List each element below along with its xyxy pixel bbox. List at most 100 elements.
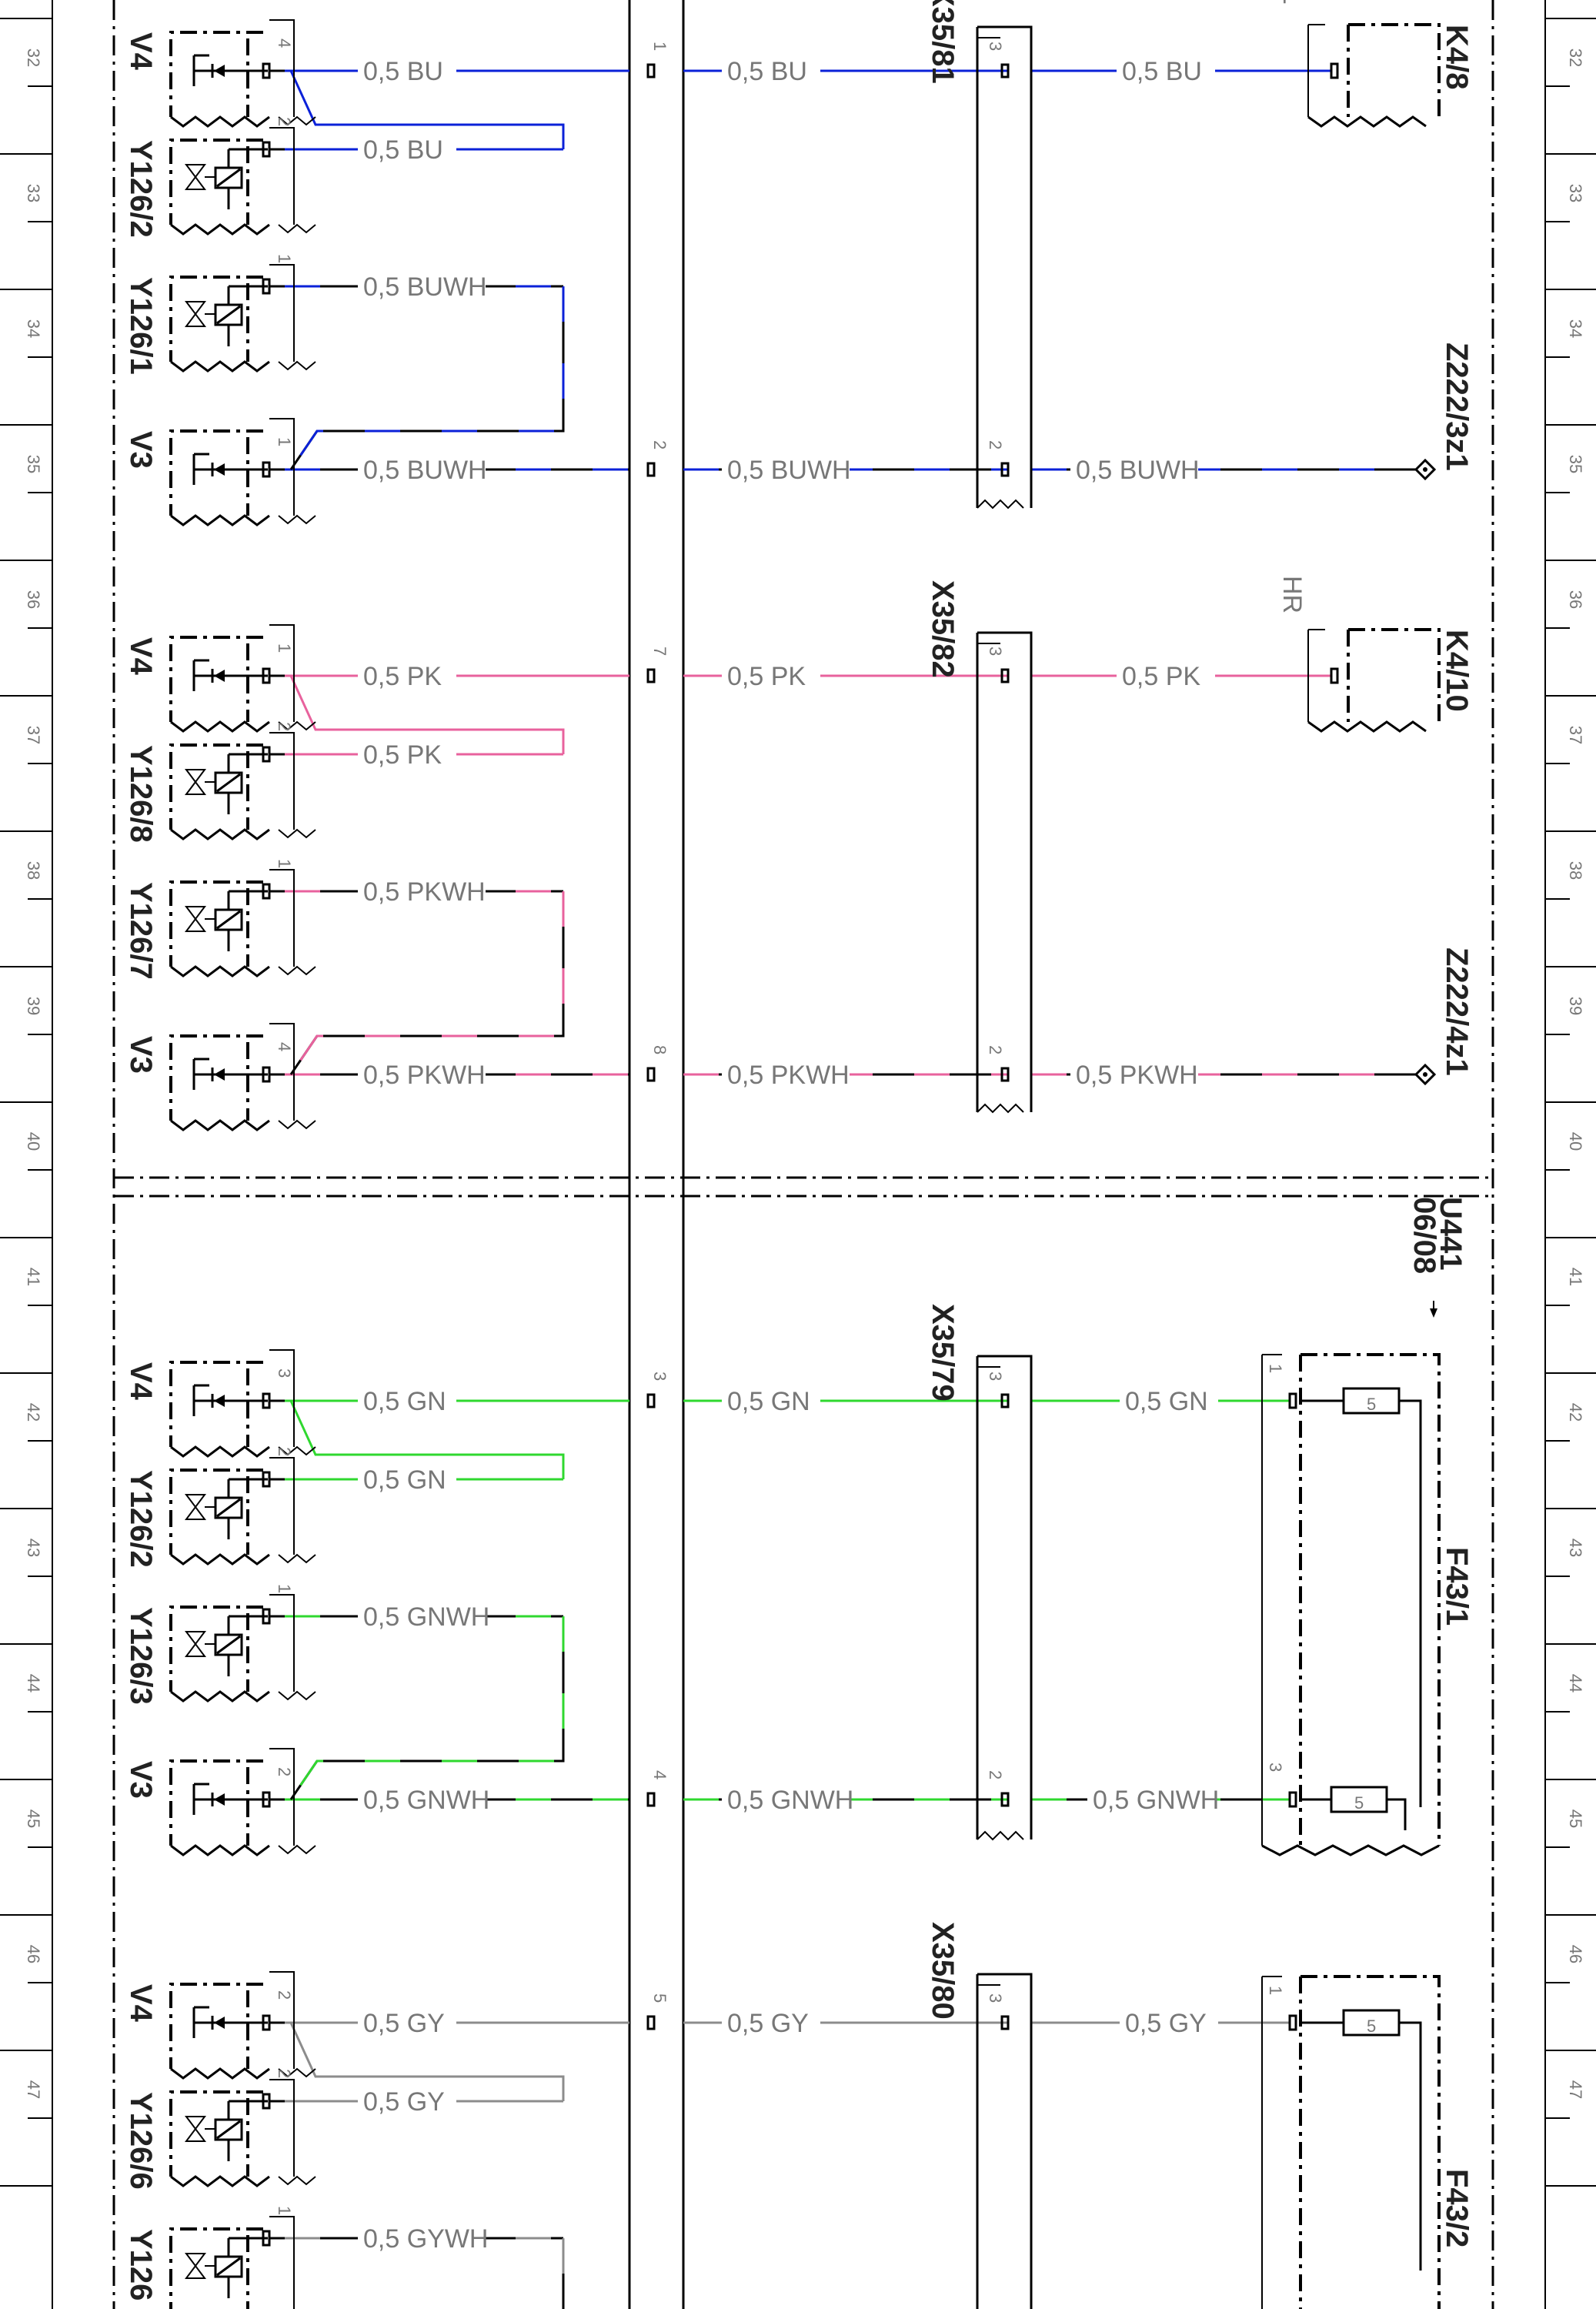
ground-zigzag — [278, 1690, 316, 1701]
housing-outline — [169, 276, 263, 362]
outer-bracket — [269, 127, 295, 225]
wire-label-component-bg — [358, 2009, 456, 2040]
splice-label: Z222/3z1 — [1440, 343, 1474, 471]
inline-connector-pin: 7 — [650, 647, 669, 656]
component-label: Y126/3 — [124, 1607, 158, 1705]
housing-outline — [169, 743, 263, 830]
coil-diag — [216, 1498, 241, 1518]
wire-label-component: 0,5 GY — [363, 2087, 445, 2117]
housing-zigzag — [170, 223, 270, 236]
inline-connector — [646, 1067, 656, 1082]
outer-bracket — [269, 1023, 295, 1121]
ground-zigzag — [278, 828, 316, 839]
relay-label: K4/8 — [1440, 25, 1474, 90]
wire-label-run-bg — [722, 1061, 850, 1091]
wire-label-run-bg — [722, 662, 820, 693]
wire-label-run-bg — [722, 456, 850, 486]
coil-diag — [216, 2257, 241, 2277]
wire-label-right: 0,5 BUWH — [1076, 456, 1200, 485]
fuse-lead-out — [1399, 2021, 1422, 2271]
component-pin-number: 2 — [275, 1990, 294, 2000]
wire-label-right: 0,5 BU — [1122, 57, 1202, 86]
valve-top — [185, 906, 206, 921]
component-label: V4 — [124, 1362, 158, 1401]
splice-dot — [1423, 1072, 1427, 1077]
relay-zigzag — [1307, 720, 1427, 733]
wire-label-component: 0,5 GY — [363, 2009, 445, 2038]
wire-label-component-bg — [358, 57, 456, 88]
wire-label-component-bg — [358, 272, 486, 303]
connector-socket — [1000, 1792, 1010, 1807]
component-pin-number: 1 — [275, 643, 294, 653]
zone-number-left: 37 — [24, 726, 43, 744]
fuse-block — [1261, 1353, 1441, 1856]
outer-bracket — [269, 264, 295, 362]
fuse-socket — [1288, 2014, 1297, 2031]
connector-block — [976, 25, 1033, 510]
wire-label-component-bg — [358, 877, 486, 908]
coil-diag — [216, 910, 241, 930]
ground-zigzag — [278, 720, 316, 731]
inline-connector — [646, 2015, 656, 2030]
connector-pin-number: 2 — [986, 1770, 1005, 1779]
wire-label-run-bg — [722, 2009, 820, 2040]
wire-label-run: 0,5 GY — [727, 2009, 809, 2038]
connector-pin-number: 3 — [986, 1993, 1005, 2003]
component-pin-number: 1 — [275, 437, 294, 446]
valve-top — [185, 2116, 206, 2130]
zone-number-left: 33 — [24, 184, 43, 202]
wire-label-run: 0,5 PK — [727, 662, 806, 691]
connector-outline-right — [977, 1355, 1033, 1840]
inline-connector — [646, 462, 656, 477]
component-layer — [169, 19, 1441, 2309]
fuse-rating: 5 — [1367, 2017, 1376, 2036]
wire-label-component-bg — [358, 662, 456, 693]
ground-zigzag — [278, 360, 316, 371]
component-label: Y126/2 — [124, 1470, 158, 1568]
wire-label-run-bg — [722, 1786, 850, 1816]
relay-housing — [1348, 23, 1441, 117]
component-pin-number: 4 — [275, 38, 294, 48]
wire-bridge-lower — [289, 1616, 565, 1800]
wire-label-run-bg — [722, 57, 820, 88]
wire-label-component: 0,5 GN — [363, 1465, 446, 1495]
wire-label-component: 0,5 GYWH — [363, 2224, 488, 2254]
ground-zigzag — [278, 1445, 316, 1456]
zone-number-right: 40 — [1566, 1132, 1585, 1151]
connector-socket — [1000, 462, 1010, 477]
outer-bracket — [269, 2079, 295, 2177]
ground-zigzag — [278, 115, 316, 126]
connector-block — [976, 631, 1033, 1114]
housing-zigzag — [170, 965, 270, 977]
ground-zigzag — [278, 1844, 316, 1855]
relay-socket — [1330, 667, 1339, 684]
connector-pin-number: 3 — [986, 42, 1005, 51]
fuse-pin-number: 1 — [1266, 1364, 1285, 1373]
ground-zigzag — [278, 2067, 316, 2078]
inline-connector-pin: 1 — [650, 42, 669, 51]
zone-number-left: 41 — [24, 1268, 43, 1286]
relay-label: K4/10 — [1440, 630, 1474, 712]
housing-zigzag — [170, 514, 270, 526]
zone-number-right: 37 — [1566, 726, 1585, 744]
ground-zigzag — [278, 514, 316, 525]
zone-number-left: 44 — [24, 1674, 43, 1692]
splice-dot — [1423, 467, 1427, 472]
valve-top — [185, 1494, 206, 1509]
wire-bridge-upper — [289, 70, 565, 149]
wire-label-component: 0,5 PK — [363, 662, 442, 691]
zone-number-right: 33 — [1566, 184, 1585, 202]
coil-diag — [216, 305, 241, 325]
connector-socket — [1000, 63, 1010, 79]
connector-outline-right — [977, 25, 1033, 508]
fuse-pin-number: 3 — [1266, 1763, 1285, 1772]
component-pin-number: 2 — [275, 1447, 294, 1456]
valve-top — [185, 769, 206, 784]
valve-bottom — [185, 2264, 206, 2279]
wire-label-component-bg — [358, 456, 486, 486]
housing-zigzag — [170, 2175, 270, 2187]
zone-number-right: 47 — [1566, 2080, 1585, 2099]
housing-zigzag — [170, 2067, 270, 2080]
wire-bridge-upper — [289, 675, 565, 754]
component-pin-number: 1 — [275, 254, 294, 263]
